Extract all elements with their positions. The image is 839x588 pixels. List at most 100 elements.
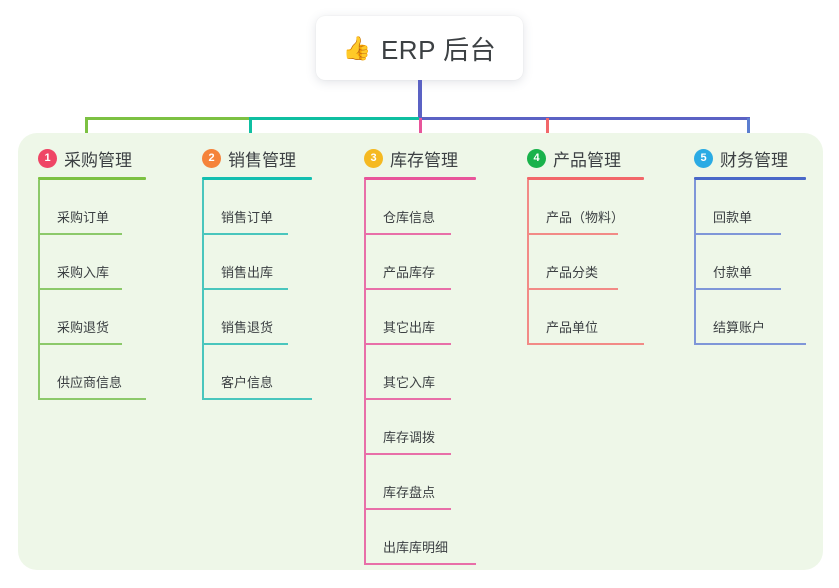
branch-header-4[interactable]: 4 产品管理 [527, 146, 644, 170]
leaf-node[interactable]: 客户信息 [202, 345, 312, 400]
leaf-node-label: 产品分类 [546, 265, 599, 280]
diagram-panel [18, 133, 823, 570]
leaf-node-rule [202, 288, 288, 290]
leaf-node-rule [364, 398, 452, 400]
leaf-node[interactable]: 供应商信息 [38, 345, 146, 400]
leaf-node[interactable]: 采购订单 [38, 180, 146, 235]
leaf-node-label: 回款单 [713, 210, 753, 225]
leaf-node-rule [38, 398, 146, 400]
leaf-node-rule [202, 343, 288, 345]
leaf-node[interactable]: 产品分类 [527, 235, 644, 290]
branch-badge-2: 2 [202, 148, 221, 168]
leaf-node-label: 销售出库 [221, 265, 274, 280]
leaf-node[interactable]: 付款单 [694, 235, 806, 290]
branch-header-2[interactable]: 2 销售管理 [202, 146, 312, 170]
branch-badge-1: 1 [38, 148, 57, 168]
connector-bus-green [85, 117, 251, 120]
branch-badge-4: 4 [527, 148, 546, 168]
connector-bus-blue [419, 117, 750, 120]
leaf-node-rule [38, 233, 123, 235]
branch-rule-2 [202, 177, 312, 180]
branch-title-3: 库存管理 [390, 150, 458, 170]
branch-items-2: 销售订单销售出库销售退货客户信息 [202, 180, 312, 400]
leaf-node[interactable]: 库存盘点 [364, 455, 476, 510]
leaf-node[interactable]: 产品（物料） [527, 180, 644, 235]
leaf-node-label: 其它出库 [383, 320, 436, 335]
branch-items-5: 回款单付款单结算账户 [694, 180, 806, 345]
leaf-node-label: 客户信息 [221, 375, 274, 390]
leaf-node-rule [364, 453, 452, 455]
leaf-node[interactable]: 销售订单 [202, 180, 312, 235]
branch-rule-5 [694, 177, 806, 180]
leaf-node-label: 采购入库 [57, 265, 110, 280]
leaf-node-rule [38, 288, 123, 290]
leaf-node-label: 其它入库 [383, 375, 436, 390]
leaf-node[interactable]: 结算账户 [694, 290, 806, 345]
branch-items-1: 采购订单采购入库采购退货供应商信息 [38, 180, 146, 400]
leaf-node[interactable]: 出库库明细 [364, 510, 476, 565]
branch-items-3: 仓库信息产品库存其它出库其它入库库存调拨库存盘点出库库明细 [364, 180, 476, 565]
branch-column-1: 1 采购管理 采购订单采购入库采购退货供应商信息 [38, 146, 146, 400]
leaf-node[interactable]: 销售出库 [202, 235, 312, 290]
branch-header-1[interactable]: 1 采购管理 [38, 146, 146, 170]
leaf-node-rule [527, 288, 619, 290]
branch-badge-5: 5 [694, 148, 713, 168]
branch-title-2: 销售管理 [228, 150, 296, 170]
leaf-node-label: 付款单 [713, 265, 753, 280]
branch-column-5: 5 财务管理 回款单付款单结算账户 [694, 146, 806, 345]
leaf-node[interactable]: 库存调拨 [364, 400, 476, 455]
branch-title-4: 产品管理 [553, 150, 621, 170]
leaf-node-label: 产品单位 [546, 320, 599, 335]
leaf-node-rule [364, 563, 476, 565]
leaf-node-rule [364, 343, 452, 345]
branch-trunk-line [38, 180, 40, 400]
leaf-node[interactable]: 仓库信息 [364, 180, 476, 235]
branch-rule-4 [527, 177, 644, 180]
leaf-node[interactable]: 产品库存 [364, 235, 476, 290]
branch-items-4: 产品（物料） 产品分类产品单位 [527, 180, 644, 345]
leaf-node[interactable]: 产品单位 [527, 290, 644, 345]
branch-header-5[interactable]: 5 财务管理 [694, 146, 806, 170]
leaf-node-rule [694, 288, 782, 290]
leaf-node[interactable]: 采购退货 [38, 290, 146, 345]
leaf-node-rule [364, 508, 452, 510]
root-node[interactable]: 👍 ERP 后台 [316, 16, 523, 80]
leaf-node-rule [202, 233, 288, 235]
leaf-node-rule [38, 343, 123, 345]
thumbs-up-icon: 👍 [342, 34, 372, 61]
root-title: ERP 后台 [380, 34, 497, 65]
leaf-node-label: 采购退货 [57, 320, 110, 335]
branch-trunk-line [694, 180, 696, 345]
leaf-node-label: 采购订单 [57, 210, 110, 225]
leaf-node-label: 销售退货 [221, 320, 274, 335]
branch-column-2: 2 销售管理 销售订单销售出库销售退货客户信息 [202, 146, 312, 400]
leaf-node[interactable]: 其它入库 [364, 345, 476, 400]
leaf-node[interactable]: 销售退货 [202, 290, 312, 345]
branch-trunk-line [364, 180, 366, 565]
branch-badge-3: 3 [364, 148, 383, 168]
branch-column-4: 4 产品管理 产品（物料） 产品分类产品单位 [527, 146, 644, 345]
leaf-node-label: 库存盘点 [383, 485, 436, 500]
leaf-node-rule [694, 233, 782, 235]
branch-rule-3 [364, 177, 476, 180]
leaf-node-label: 仓库信息 [383, 210, 436, 225]
branch-title-1: 采购管理 [64, 150, 132, 170]
leaf-node-label: 结算账户 [713, 320, 766, 335]
leaf-node-rule [694, 343, 806, 345]
leaf-node[interactable]: 回款单 [694, 180, 806, 235]
root-node-label: 👍 ERP 后台 [343, 30, 496, 67]
branch-column-3: 3 库存管理 仓库信息产品库存其它出库其它入库库存调拨库存盘点出库库明细 [364, 146, 476, 565]
branch-title-5: 财务管理 [720, 150, 788, 170]
leaf-node-label: 库存调拨 [383, 430, 436, 445]
branch-rule-1 [38, 177, 146, 180]
leaf-node[interactable]: 采购入库 [38, 235, 146, 290]
branch-trunk-line [527, 180, 529, 345]
connector-root-stem [418, 80, 422, 119]
leaf-node-label: 销售订单 [221, 210, 274, 225]
leaf-node-rule [202, 398, 312, 400]
leaf-node-rule [527, 343, 644, 345]
leaf-node-rule [364, 233, 452, 235]
branch-header-3[interactable]: 3 库存管理 [364, 146, 476, 170]
leaf-node[interactable]: 其它出库 [364, 290, 476, 345]
